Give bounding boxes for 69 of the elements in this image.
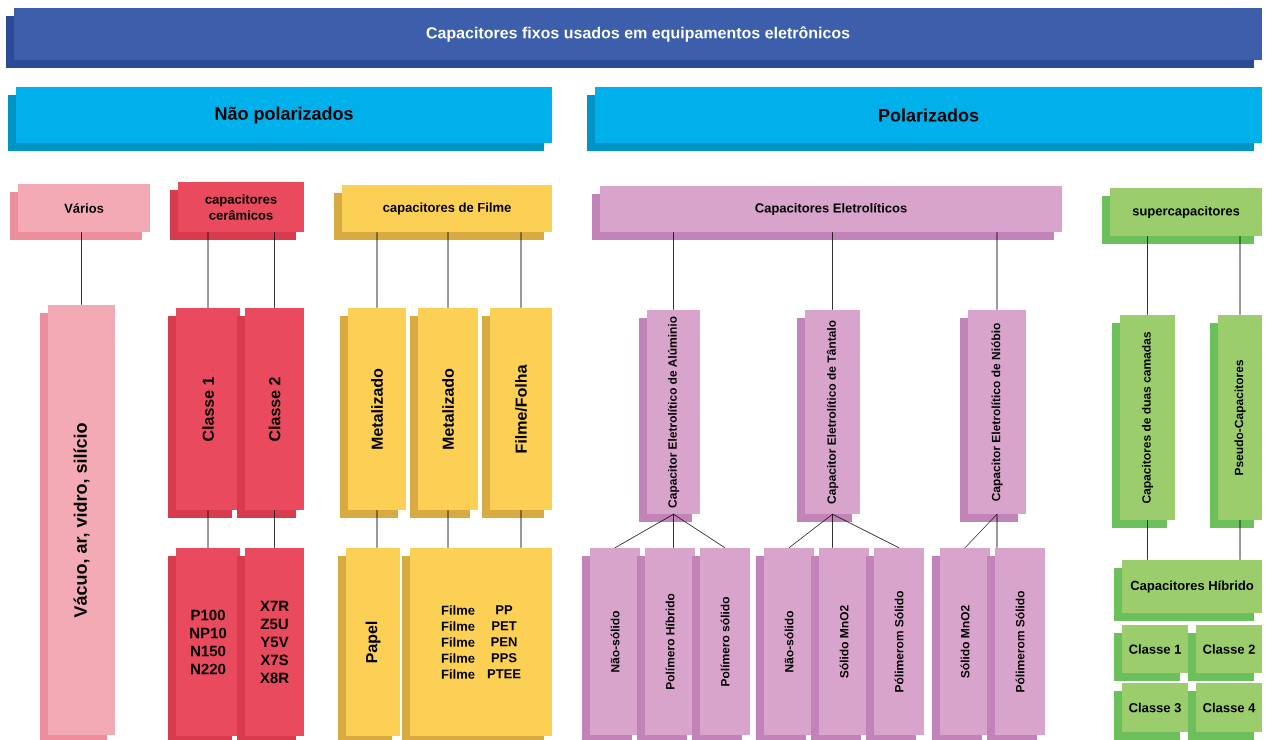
connector-line bbox=[832, 513, 833, 549]
connector-line bbox=[964, 513, 998, 549]
class-box: Classe 1 bbox=[1114, 625, 1188, 681]
type-box: Classe 2 bbox=[237, 308, 304, 518]
connector-line bbox=[832, 231, 833, 311]
group-box: Vários bbox=[10, 184, 150, 240]
title-banner: Capacitores fixos usados em equipamentos eletrônicos bbox=[6, 8, 1262, 68]
material-box: Polímero sólido bbox=[692, 548, 750, 740]
category-banner: Não polarizados bbox=[8, 87, 552, 151]
node-label: Não-sólido bbox=[610, 610, 620, 672]
group-box: supercapacitores bbox=[1102, 188, 1262, 244]
material-box: Sólido MnO2 bbox=[932, 548, 990, 740]
connector-line bbox=[81, 231, 82, 306]
connector-line bbox=[673, 513, 726, 549]
connector-line bbox=[1239, 519, 1241, 561]
connector-line bbox=[996, 513, 998, 549]
class-box: Classe 2 bbox=[1188, 625, 1262, 681]
node-label: Não-sólido bbox=[784, 610, 794, 672]
node-label: P100 NP10 N150 N220 bbox=[190, 609, 227, 675]
type-box: Metalizado bbox=[340, 308, 406, 518]
type-box: Metalizado bbox=[410, 308, 478, 518]
connector-line bbox=[614, 513, 674, 549]
connector-line bbox=[1147, 519, 1148, 561]
type-box: Pseudo-Capacitores bbox=[1210, 315, 1262, 528]
node-label: Sólido MnO2 bbox=[960, 605, 970, 678]
connector-line bbox=[996, 231, 998, 311]
connector-line bbox=[376, 231, 378, 309]
group-box: Capacitores Híbrido bbox=[1114, 560, 1262, 621]
material-box: Não-sólido bbox=[582, 548, 640, 740]
connector-line bbox=[447, 231, 449, 309]
material-box: Papel bbox=[338, 548, 400, 740]
type-box: Capacitores de duas camadas bbox=[1112, 315, 1175, 528]
material-box: Sólido MnO2 bbox=[811, 548, 869, 740]
connector-line bbox=[207, 509, 209, 549]
list-box: P100 NP10 N150 N220 bbox=[168, 548, 240, 740]
node-label: Classe 1 bbox=[202, 377, 214, 441]
class-box: Classe 3 bbox=[1114, 683, 1188, 740]
connector-line bbox=[673, 513, 674, 549]
connector-line bbox=[673, 231, 674, 311]
group-box: capacitores cerâmicos bbox=[170, 182, 304, 240]
type-box: Vácuo, ar, vidro, silício bbox=[40, 305, 115, 740]
material-box: Não-sólido bbox=[756, 548, 814, 740]
type-box: Capacitor Eletrolítico de Tântalo bbox=[797, 310, 860, 522]
type-box: Classe 1 bbox=[168, 308, 240, 518]
connector-line bbox=[274, 509, 275, 549]
type-box: Capacitor Eletrolítico de Nióbio bbox=[960, 310, 1026, 522]
list-box: X7R Z5U Y5V X7S X8R bbox=[237, 548, 304, 740]
type-box: Filme/Folha bbox=[482, 308, 552, 518]
node-label: Polímero Híbrido bbox=[665, 593, 675, 690]
connector-line bbox=[274, 231, 275, 309]
connector-line bbox=[447, 509, 449, 549]
node-label: Sólido MnO2 bbox=[839, 605, 849, 678]
connector-line bbox=[832, 513, 900, 549]
connector-line bbox=[520, 231, 522, 309]
material-box: Pólimerom Sólido bbox=[987, 548, 1045, 740]
connector-line bbox=[520, 509, 522, 549]
class-box: Classe 4 bbox=[1188, 683, 1262, 740]
connector-line bbox=[376, 509, 378, 549]
list-box: Filme Filme Filme Filme Filme PP PET PEN PPS PTEE bbox=[402, 548, 552, 740]
group-box: capacitores de Filme bbox=[334, 185, 552, 240]
material-box: Pólimerom Sólido bbox=[866, 548, 924, 740]
connector-line bbox=[788, 513, 833, 549]
category-banner: Polarizados bbox=[587, 87, 1262, 151]
material-box: Polímero Híbrido bbox=[637, 548, 695, 740]
type-box: Capacitor Eletrolítico de Alúminio bbox=[639, 310, 700, 522]
group-box: Capacitores Eletrolíticos bbox=[592, 186, 1062, 240]
connector-line bbox=[1147, 235, 1148, 316]
connector-line bbox=[207, 231, 209, 309]
connector-line bbox=[1239, 235, 1241, 316]
